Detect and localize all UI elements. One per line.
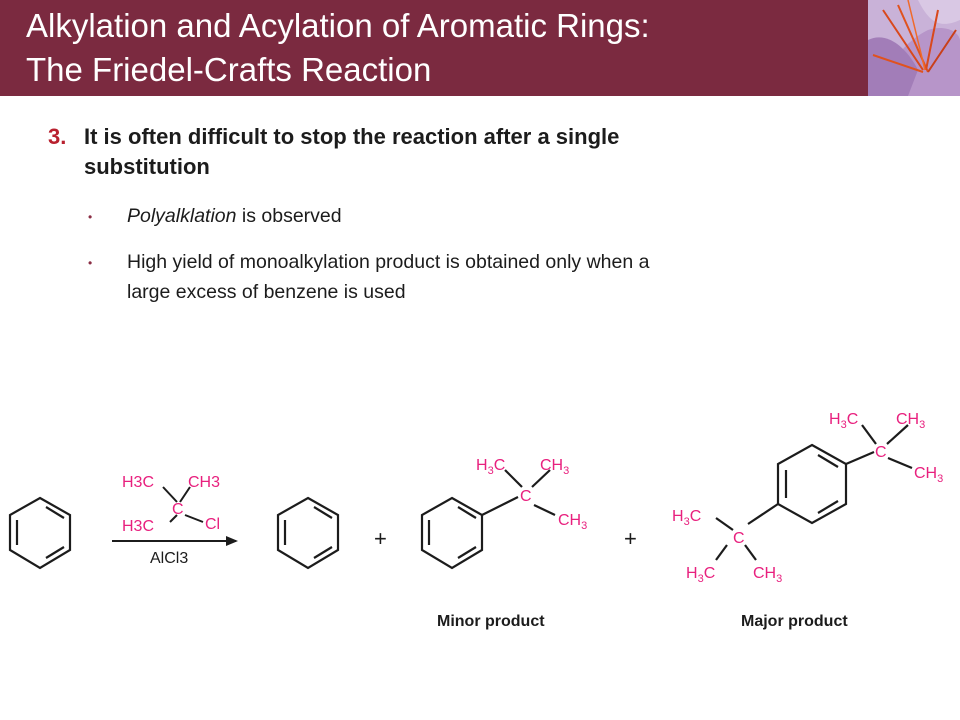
plus-sign-1: +	[374, 526, 387, 551]
minor-product-label: Minor product	[437, 613, 545, 630]
reagent-methyl-bottom-left: H3C	[122, 518, 154, 535]
reaction-scheme: H3C CH3 C H3C Cl AlCl3 + H3C CH3 C CH	[8, 411, 943, 630]
saffron-flower-image	[868, 0, 960, 96]
svg-text:C: C	[875, 444, 887, 461]
reagent-methyl-top-left: H3C	[122, 474, 154, 491]
list-item-line-2: substitution	[84, 154, 210, 179]
bullet-item-1-italic: Polyalklation	[127, 205, 237, 227]
svg-text:CH3: CH3	[540, 457, 569, 477]
benzene-product	[276, 496, 340, 570]
reagent-central-carbon: C	[172, 501, 184, 518]
list-item-line-1: It is often difficult to stop the reacti…	[84, 124, 620, 149]
svg-text:CH3: CH3	[558, 512, 587, 532]
title-line-1: Alkylation and Acylation of Aromatic Rin…	[26, 7, 650, 44]
bullet-item-2: High yield of monoalkylation product is …	[127, 247, 927, 307]
title-line-2: The Friedel-Crafts Reaction	[26, 51, 432, 88]
svg-text:CH3: CH3	[753, 565, 782, 585]
svg-text:H3C: H3C	[686, 565, 715, 585]
svg-text:H3C: H3C	[829, 411, 858, 431]
page-title: Alkylation and Acylation of Aromatic Rin…	[26, 4, 866, 92]
major-product-structure: H3C CH3 C CH3 H3C C H3C CH3	[672, 411, 943, 585]
list-item-text: It is often difficult to stop the reacti…	[84, 122, 884, 182]
catalyst-label: AlCl3	[150, 550, 188, 567]
svg-text:C: C	[733, 530, 745, 547]
svg-text:H3C: H3C	[672, 508, 701, 528]
svg-text:CH3: CH3	[896, 411, 925, 431]
list-item-number: 3.	[48, 124, 67, 149]
bullet-dot: •	[88, 256, 93, 270]
plus-sign-2: +	[624, 526, 637, 551]
reaction-arrow	[112, 536, 238, 546]
bullet-item-1-rest: is observed	[236, 205, 342, 227]
bullet-item-2-line-2: large excess of benzene is used	[127, 281, 406, 303]
svg-text:CH3: CH3	[914, 465, 943, 485]
reagent-methyl-top-right: CH3	[188, 474, 220, 491]
bullet-item-2-line-1: High yield of monoalkylation product is …	[127, 251, 650, 273]
benzene-reactant	[8, 496, 72, 570]
svg-text:C: C	[520, 488, 532, 505]
reagent-chlorine: Cl	[205, 516, 220, 533]
title-bar: Alkylation and Acylation of Aromatic Rin…	[0, 0, 960, 96]
major-product-label: Major product	[741, 613, 848, 630]
bullet-item-1: Polyalklation is observed	[127, 201, 927, 231]
reagent-tert-butyl-chloride: H3C CH3 C H3C Cl	[122, 474, 220, 535]
svg-text:H3C: H3C	[476, 457, 505, 477]
bullet-dot: •	[88, 210, 93, 224]
minor-product-structure: H3C CH3 C CH3	[420, 457, 587, 570]
